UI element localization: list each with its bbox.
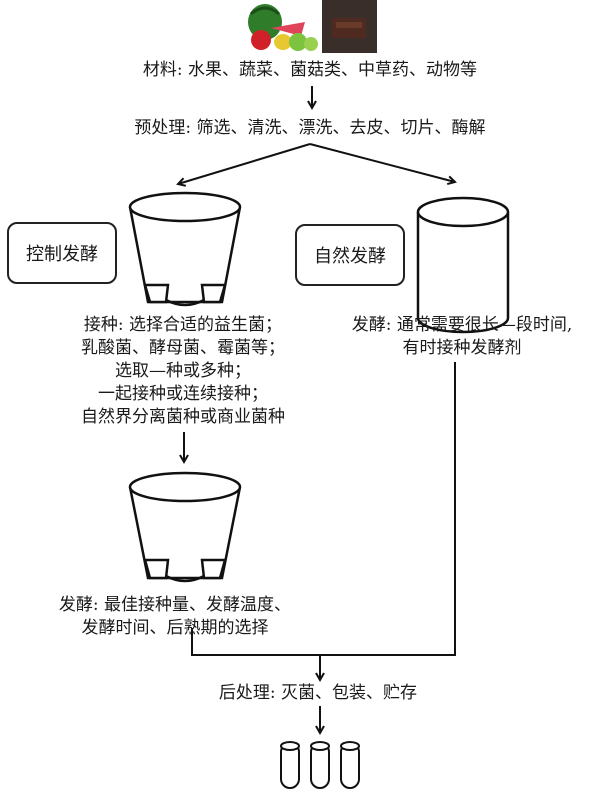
controlled-fermenter-2-icon xyxy=(128,471,242,583)
product-bottles-icon xyxy=(280,741,360,789)
controlled-fermentation-line: 发酵时间、后熟期的选择 xyxy=(81,618,269,638)
fruit-icon xyxy=(248,4,318,51)
natural-fermentation-box: 自然发酵 xyxy=(295,224,405,286)
inoculation-line: 选取—种或多种； xyxy=(115,361,251,381)
herb-photo xyxy=(322,0,377,53)
inoculation-line: 乳酸菌、酵母菌、霉菌等； xyxy=(81,338,285,358)
materials-text: 材料: 水果、蔬菜、菌菇类、中草药、动物等 xyxy=(142,60,478,80)
posttreatment-text: 后处理: 灭菌、包装、贮存 xyxy=(218,683,418,703)
herb-icon xyxy=(332,18,366,38)
natural-to-post-line xyxy=(191,362,456,656)
controlled-fermentation-line: 发酵: 最佳接种量、发酵温度、 xyxy=(58,595,292,615)
natural-fermentation-line: 有时接种发酵剂 xyxy=(402,338,522,358)
natural-fermentation-line: 发酵: 通常需要很长—段时间, xyxy=(351,315,573,335)
inoculation-line: 接种: 选择合适的益生菌； xyxy=(83,315,283,335)
arrow-to-controlled xyxy=(178,143,311,184)
natural-fermenter-icon xyxy=(416,196,510,334)
controlled-fermenter-icon xyxy=(128,191,242,307)
pretreatment-text: 预处理: 筛选、清洗、漂洗、去皮、切片、酶解 xyxy=(134,118,486,138)
inoculation-line: 一起接种或连续接种； xyxy=(98,384,268,404)
controlled-fermentation-box: 控制发酵 xyxy=(7,222,117,284)
inoculation-line: 自然界分离菌种或商业菌种 xyxy=(81,407,285,427)
fruit-vegetable-photo xyxy=(243,2,321,52)
arrow-to-natural xyxy=(309,143,455,182)
